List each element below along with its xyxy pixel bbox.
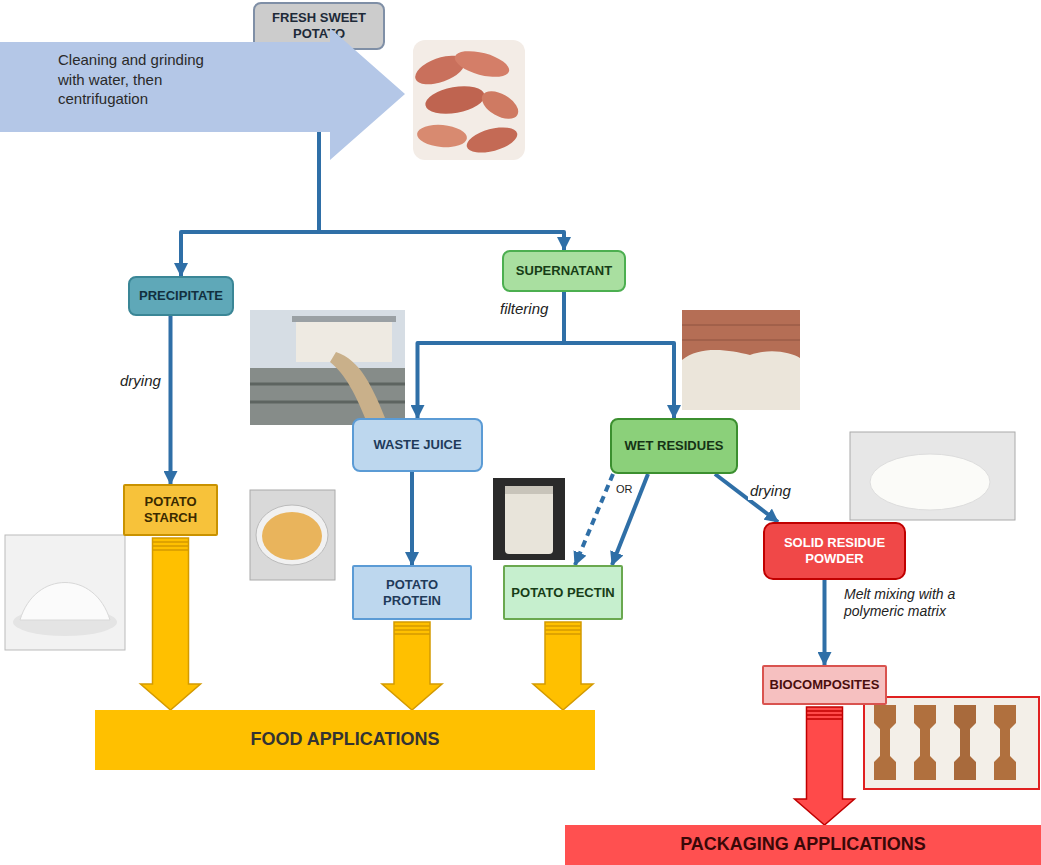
node-text: WET RESIDUES [625, 438, 724, 454]
block-arrow-cap [545, 633, 581, 635]
block-arrow [533, 622, 593, 710]
dogbone-specimen [954, 705, 976, 780]
sweet-potato [477, 85, 523, 124]
node-text: FRESH SWEET POTATO [260, 10, 378, 41]
block-arrow [141, 538, 201, 710]
flow-arrow [575, 474, 613, 565]
node-text: PRECIPITATE [139, 288, 223, 304]
residue-heap [682, 350, 800, 410]
node-text: Cleaning and grinding with water, then c… [58, 50, 228, 109]
sweet-potato [464, 123, 520, 158]
node-text: POTATO PECTIN [511, 585, 614, 601]
photo-ground [850, 432, 1015, 520]
residue-pile-photo [682, 310, 800, 410]
tank-walls [250, 384, 405, 402]
starch-heap [20, 583, 110, 621]
product-box: SOLID RESIDUE POWDER [763, 522, 906, 580]
process-arrow: Cleaning and grinding with water, then c… [0, 28, 405, 160]
flow-arrow [410, 472, 414, 565]
product-box: POTATO STARCH [123, 484, 218, 536]
stream-box: WET RESIDUES [610, 418, 738, 474]
sweet-potato-photo [411, 40, 525, 160]
flow-arrow [823, 580, 827, 665]
block-arrow-cap [807, 710, 843, 712]
stream-box: WASTE JUICE [352, 418, 483, 472]
product-box: BIOCOMPOSITES [762, 665, 887, 705]
photo-ground [5, 535, 125, 650]
sweet-potato [416, 123, 468, 149]
arrow-shape [0, 28, 405, 160]
step-label: Melt mixing with a polymeric matrix [842, 586, 1006, 620]
petri-dish [256, 505, 328, 565]
block-arrow [795, 707, 855, 825]
fraction-box: SUPERNATANT [502, 250, 626, 292]
pectin-bag [505, 486, 553, 554]
dogbone-specimen [874, 705, 896, 780]
fraction-box: PRECIPITATE [128, 276, 234, 316]
application-band: PACKAGING APPLICATIONS [565, 825, 1041, 865]
step-label: filtering [498, 300, 550, 318]
dogbone-specimen [994, 705, 1016, 780]
protein-powder [262, 512, 322, 560]
powder-photo [850, 432, 1015, 520]
node-text: SOLID RESIDUE POWDER [770, 535, 899, 566]
node-text: WASTE JUICE [373, 437, 461, 453]
block-arrow-cap [807, 718, 843, 720]
block-arrow-cap [394, 633, 430, 635]
sweet-potato [452, 46, 512, 82]
brick-wall [682, 310, 800, 410]
specimen-photo [864, 697, 1039, 789]
flow-arrow [612, 474, 648, 565]
flow-arrow [169, 316, 173, 484]
application-band: FOOD APPLICATIONS [95, 710, 595, 770]
block-arrow-cap [545, 625, 581, 627]
node-text: SUPERNATANT [516, 263, 612, 279]
photo-ground [250, 490, 335, 580]
product-box: POTATO PECTIN [503, 565, 623, 620]
node-text: BIOCOMPOSITES [770, 677, 880, 693]
brick-lines [682, 325, 800, 340]
dogbone-specimen [914, 705, 936, 780]
roof [292, 316, 396, 322]
block-arrow-body [141, 538, 201, 710]
block-arrow-cap [394, 625, 430, 627]
node-text: POTATO PROTEIN [359, 577, 465, 608]
starch-photo [5, 535, 125, 650]
flow-arrow [564, 292, 674, 418]
node-text: POTATO STARCH [130, 494, 211, 525]
powder-heap [870, 454, 990, 510]
step-label: drying [118, 372, 163, 390]
block-arrow-body [382, 622, 442, 710]
bag-seal [505, 486, 553, 494]
wastewater-photo [250, 310, 405, 425]
block-arrow-cap [394, 629, 430, 631]
block-arrow [382, 622, 442, 710]
photo-ground [413, 40, 525, 160]
block-arrow-cap [153, 541, 189, 543]
block-arrow-cap [153, 549, 189, 551]
choice-label: OR [614, 483, 635, 496]
node-text: FOOD APPLICATIONS [251, 729, 440, 751]
photo-ground [493, 478, 565, 560]
product-box: POTATO PROTEIN [352, 565, 472, 620]
photo-frame [864, 697, 1039, 789]
protein-photo [250, 490, 335, 580]
block-arrow-body [533, 622, 593, 710]
block-arrow-cap [545, 629, 581, 631]
sweet-potato [423, 82, 487, 118]
block-arrow-body [795, 707, 855, 825]
water-jet [330, 352, 388, 425]
flow-arrow [418, 292, 565, 418]
step-label: drying [748, 482, 793, 500]
pectin-photo [493, 478, 565, 560]
sky [250, 310, 405, 425]
block-arrow-cap [807, 714, 843, 716]
block-arrow-cap [153, 545, 189, 547]
node-text: PACKAGING APPLICATIONS [680, 834, 926, 856]
